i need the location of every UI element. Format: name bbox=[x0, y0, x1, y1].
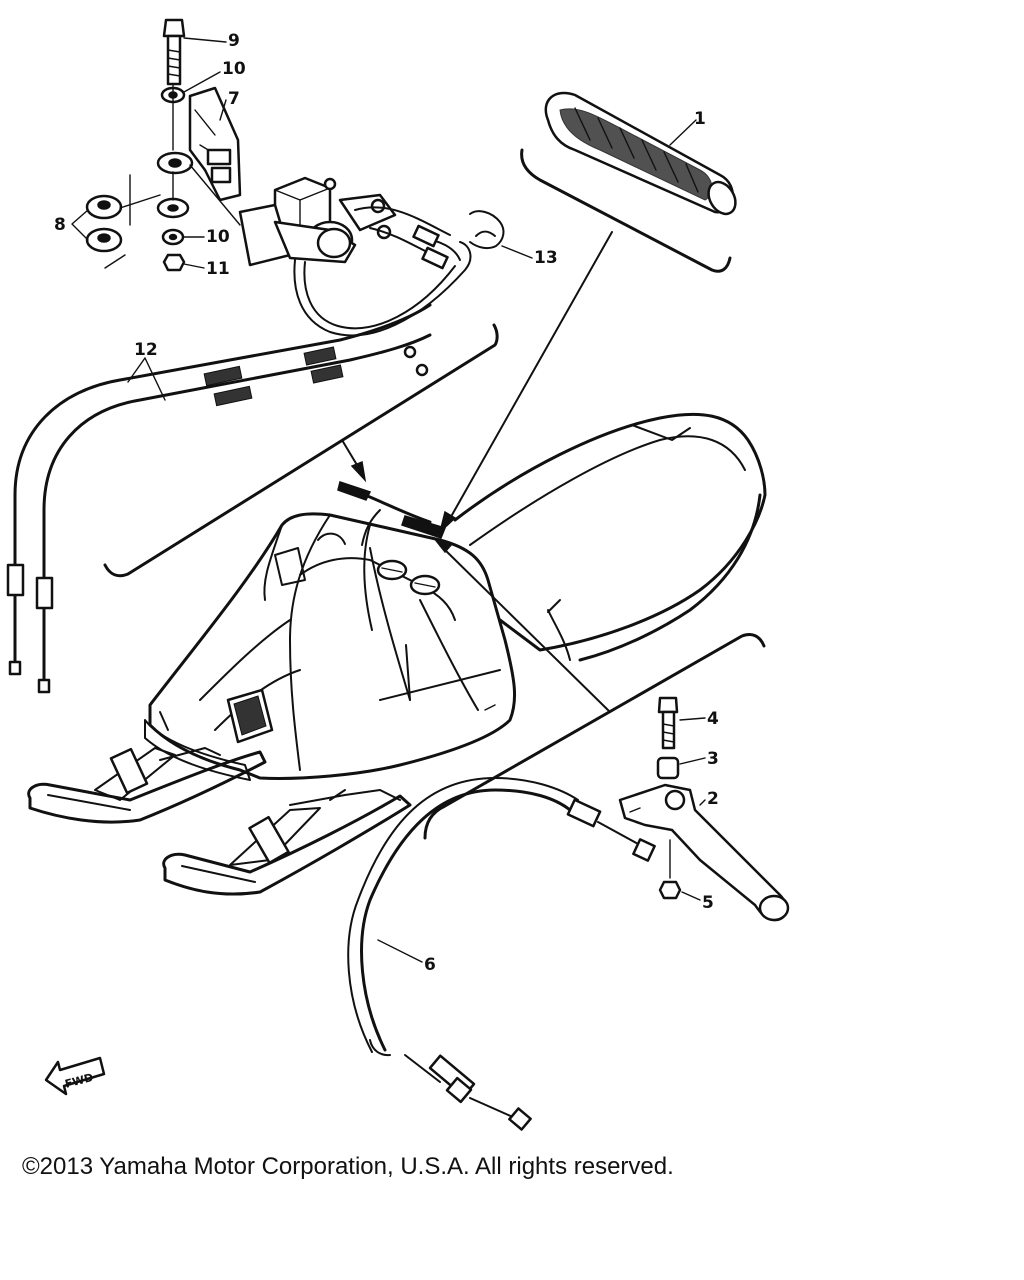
callout-12: 12 bbox=[134, 340, 158, 360]
callout-10-upper: 10 bbox=[222, 59, 246, 79]
callout-1: 1 bbox=[694, 109, 706, 129]
callout-6: 6 bbox=[424, 955, 436, 975]
callout-4: 4 bbox=[707, 709, 719, 729]
callout-10-lower: 10 bbox=[206, 227, 230, 247]
callout-13: 13 bbox=[534, 248, 558, 268]
snowmobile bbox=[144, 412, 767, 781]
brake-cable bbox=[347, 777, 656, 1131]
brake-lever bbox=[618, 696, 790, 922]
throttle-housing bbox=[238, 176, 472, 337]
callout-7: 7 bbox=[228, 89, 240, 109]
callout-8: 8 bbox=[54, 215, 66, 235]
fwd-arrow: FWD bbox=[44, 1056, 106, 1096]
callout-9: 9 bbox=[228, 31, 240, 51]
callout-11: 11 bbox=[206, 259, 230, 279]
copyright-notice: ©2013 Yamaha Motor Corporation, U.S.A. A… bbox=[22, 1153, 674, 1180]
callout-3: 3 bbox=[707, 749, 719, 769]
callout-2: 2 bbox=[707, 789, 719, 809]
grip bbox=[544, 91, 737, 216]
skis bbox=[27, 747, 412, 896]
spring-clip bbox=[469, 210, 505, 250]
twin-cables bbox=[6, 303, 432, 694]
handlebar bbox=[337, 481, 447, 546]
detail-boundaries bbox=[103, 148, 766, 840]
callouts: 9 10 7 8 10 11 1 13 12 4 3 2 5 bbox=[54, 31, 719, 975]
leader-lines bbox=[341, 231, 613, 713]
callout-5: 5 bbox=[702, 893, 714, 913]
fastener-stack bbox=[85, 18, 242, 272]
